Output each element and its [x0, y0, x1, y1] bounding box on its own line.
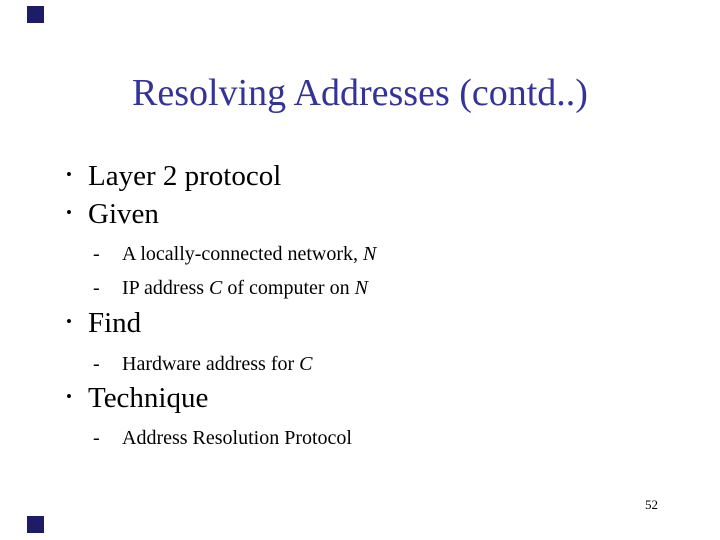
- dash-bullet-icon: -: [93, 353, 100, 375]
- subbullet-ip-address: -IP address C of computer on N: [93, 278, 368, 298]
- bullet-layer2: • Layer 2 protocol: [66, 162, 281, 191]
- bullet-find: • Find: [66, 309, 141, 338]
- page-number: 52: [645, 497, 658, 512]
- subbullet-arp-text: Address Resolution Protocol: [122, 427, 352, 449]
- corner-marker-top: [27, 6, 44, 23]
- subbullet-ip-pre: IP address: [122, 277, 210, 299]
- bullet-technique: • Technique: [66, 384, 208, 413]
- variable-c: C: [299, 353, 313, 375]
- dash-bullet-icon: -: [93, 427, 100, 449]
- subbullet-network-text: A locally-connected network,: [122, 243, 364, 265]
- bullet-dot-icon: •: [66, 203, 72, 222]
- subbullet-hardware-text: Hardware address for: [122, 353, 300, 375]
- subbullet-ip-mid: of computer on: [222, 277, 355, 299]
- variable-n: N: [363, 243, 377, 265]
- subbullet-arp: -Address Resolution Protocol: [93, 428, 352, 448]
- variable-c: C: [209, 277, 223, 299]
- bullet-given-label: Given: [88, 198, 159, 230]
- bullet-dot-icon: •: [66, 387, 72, 406]
- bullet-find-label: Find: [88, 307, 142, 339]
- variable-n: N: [354, 277, 368, 299]
- bullet-technique-label: Technique: [88, 382, 209, 414]
- corner-marker-bottom: [27, 516, 44, 533]
- subbullet-hardware: -Hardware address for C: [93, 354, 312, 374]
- slide-title: Resolving Addresses (contd..): [132, 72, 588, 114]
- subbullet-network: -A locally-connected network, N: [93, 244, 376, 264]
- bullet-dot-icon: •: [66, 165, 72, 184]
- dash-bullet-icon: -: [93, 277, 100, 299]
- bullet-layer2-label: Layer 2 protocol: [88, 160, 282, 192]
- bullet-given: • Given: [66, 200, 159, 229]
- bullet-dot-icon: •: [66, 312, 72, 331]
- dash-bullet-icon: -: [93, 243, 100, 265]
